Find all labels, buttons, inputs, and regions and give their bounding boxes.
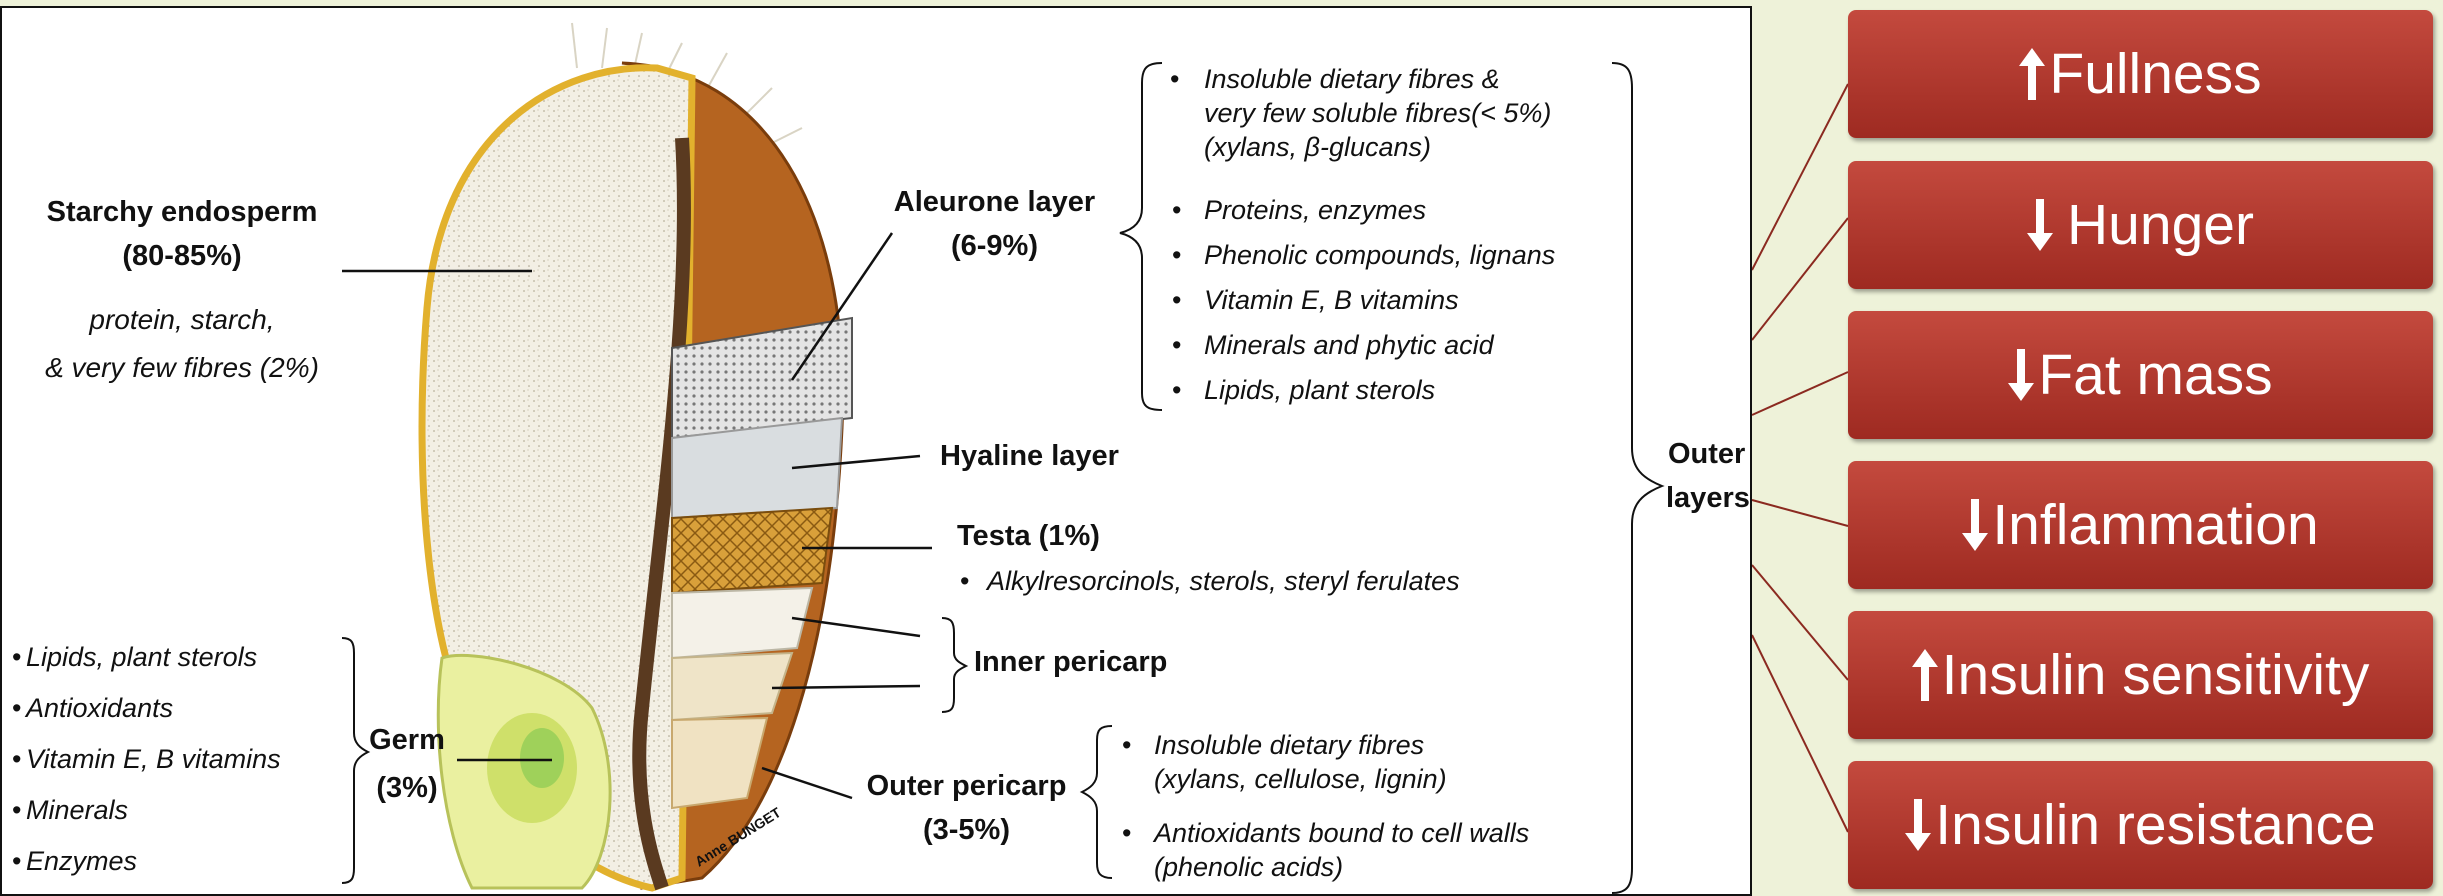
germ-list: Lipids, plant sterols Antioxidants Vitam…: [12, 632, 281, 887]
list-item: Proteins, enzymes: [1164, 188, 1555, 233]
endosperm-desc-line1: protein, starch,: [22, 304, 342, 336]
bullet-icon: •: [1170, 64, 1179, 95]
endosperm-title: Starchy endosperm: [42, 196, 322, 229]
effect-inflammation: Inflammation: [1848, 461, 2433, 589]
outer-layers-line2: layers: [1666, 482, 1750, 515]
effect-label: Inflammation: [1992, 492, 2318, 558]
effect-label: Insulin sensitivity: [1942, 642, 2370, 708]
effect-insulin-resistance: Insulin resistance: [1848, 761, 2433, 889]
list-item: Antioxidants: [12, 683, 281, 734]
arrow-down-icon: [2008, 349, 2034, 401]
list-item: Phenolic compounds, lignans: [1164, 233, 1555, 278]
effect-label: Fullness: [2049, 41, 2261, 107]
effect-label: Hunger: [2067, 192, 2254, 258]
outer-pericarp-title: Outer pericarp: [854, 770, 1079, 803]
effect-insulin-sensitivity: Insulin sensitivity: [1848, 611, 2433, 739]
bullet-icon: •: [1122, 730, 1131, 761]
effect-fullness: Fullness: [1848, 10, 2433, 138]
list-item: Minerals and phytic acid: [1164, 323, 1555, 368]
outer-pericarp-item-1-line1: Insoluble dietary fibres: [1154, 730, 1424, 761]
bullet-icon: •: [1122, 818, 1131, 849]
testa-item: Alkylresorcinols, sterols, steryl ferula…: [987, 566, 1460, 597]
testa-title: Testa (1%): [957, 520, 1100, 553]
arrow-down-icon: [2027, 199, 2053, 251]
aleurone-list: Proteins, enzymes Phenolic compounds, li…: [1164, 188, 1555, 413]
list-item: Enzymes: [12, 836, 281, 887]
list-item: Lipids, plant sterols: [12, 632, 281, 683]
outer-pericarp-item-2-line2: (phenolic acids): [1154, 852, 1343, 883]
inner-pericarp-title: Inner pericarp: [974, 646, 1167, 679]
aleurone-percent: (6-9%): [882, 230, 1107, 263]
hyaline-title: Hyaline layer: [940, 440, 1119, 473]
aleurone-item-1-line1: Insoluble dietary fibres &: [1204, 64, 1500, 95]
germ-title: Germ: [362, 724, 452, 757]
arrow-down-icon: [1905, 799, 1931, 851]
list-item: Vitamin E, B vitamins: [1164, 278, 1555, 323]
list-item: Vitamin E, B vitamins: [12, 734, 281, 785]
effect-label: Insulin resistance: [1935, 792, 2375, 858]
list-item: Lipids, plant sterols: [1164, 368, 1555, 413]
effect-fat-mass: Fat mass: [1848, 311, 2433, 439]
effect-label: Fat mass: [2038, 342, 2272, 408]
outer-pericarp-item-2-line1: Antioxidants bound to cell walls: [1154, 818, 1529, 849]
bullet-icon: •: [960, 566, 969, 597]
effect-hunger: Hunger: [1848, 161, 2433, 289]
outer-pericarp-item-1-line2: (xylans, cellulose, lignin): [1154, 764, 1447, 795]
aleurone-item-1-line3: (xylans, β-glucans): [1204, 132, 1431, 163]
outer-pericarp-percent: (3-5%): [854, 814, 1079, 847]
arrow-up-icon: [1912, 649, 1938, 701]
aleurone-item-1-line2: very few soluble fibres(< 5%): [1204, 98, 1551, 129]
outer-layers-line1: Outer: [1668, 438, 1745, 471]
arrow-down-icon: [1962, 499, 1988, 551]
germ-percent: (3%): [362, 772, 452, 805]
endosperm-percent: (80-85%): [42, 240, 322, 273]
arrow-up-icon: [2019, 48, 2045, 100]
aleurone-title: Aleurone layer: [882, 186, 1107, 219]
list-item: Minerals: [12, 785, 281, 836]
wheat-grain-diagram: Starchy endosperm (80-85%) protein, star…: [0, 6, 1752, 896]
endosperm-desc-line2: & very few fibres (2%): [22, 352, 342, 384]
